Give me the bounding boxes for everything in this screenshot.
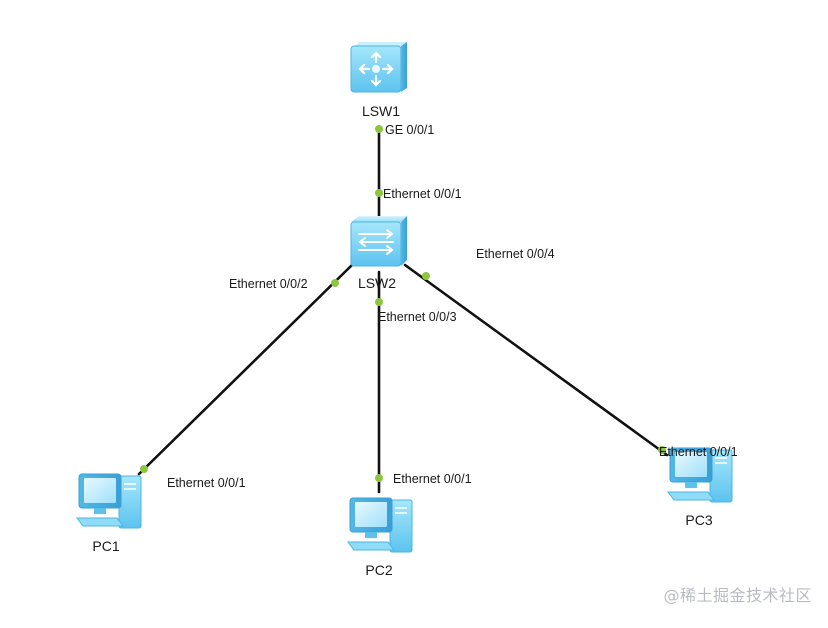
pc-icon (76, 473, 142, 529)
port-dot-lsw1-ge001[interactable] (375, 125, 383, 133)
device-label-pc3: PC3 (685, 512, 712, 528)
device-label-pc2: PC2 (365, 562, 392, 578)
port-dots (140, 125, 666, 482)
device-lsw1[interactable]: LSW1 (350, 42, 407, 119)
port-dot-pc3-e001[interactable] (658, 446, 666, 454)
watermark-text: @稀土掘金技术社区 (663, 586, 812, 605)
pc-icon (347, 497, 413, 553)
port-label-lsw2-e004: Ethernet 0/0/4 (476, 247, 555, 261)
port-label-lsw2-e001: Ethernet 0/0/1 (383, 187, 462, 201)
port-label-pc2-e001: Ethernet 0/0/1 (393, 472, 472, 486)
device-pc2[interactable]: PC2 (347, 497, 413, 578)
device-label-pc1: PC1 (92, 538, 119, 554)
port-dot-lsw2-e001[interactable] (375, 189, 383, 197)
port-dot-lsw2-e004[interactable] (422, 272, 430, 280)
device-label-lsw2: LSW2 (358, 275, 396, 291)
port-dot-lsw2-e003[interactable] (375, 298, 383, 306)
port-label-lsw2-e003: Ethernet 0/0/3 (378, 310, 457, 324)
port-label-lsw2-e002: Ethernet 0/0/2 (229, 277, 308, 291)
switch-icon (350, 216, 407, 267)
links (137, 126, 669, 494)
port-dot-pc2-e001[interactable] (375, 474, 383, 482)
port-dot-pc1-e001[interactable] (140, 465, 148, 473)
port-dot-lsw2-e002[interactable] (331, 279, 339, 287)
router-switch-icon (350, 42, 407, 93)
link-lsw2-pc1[interactable] (137, 263, 354, 476)
device-lsw2[interactable]: LSW2 (350, 216, 407, 291)
port-labels: GE 0/0/1 Ethernet 0/0/1 Ethernet 0/0/2 E… (167, 123, 738, 490)
device-pc3[interactable]: PC3 (667, 447, 733, 528)
port-label-pc3-e001: Ethernet 0/0/1 (659, 445, 738, 459)
pc-icon (667, 447, 733, 503)
port-label-lsw1-ge001: GE 0/0/1 (385, 123, 434, 137)
device-label-lsw1: LSW1 (362, 103, 400, 119)
device-pc1[interactable]: PC1 (76, 473, 142, 554)
port-label-pc1-e001: Ethernet 0/0/1 (167, 476, 246, 490)
link-lsw2-pc3[interactable] (403, 263, 669, 457)
